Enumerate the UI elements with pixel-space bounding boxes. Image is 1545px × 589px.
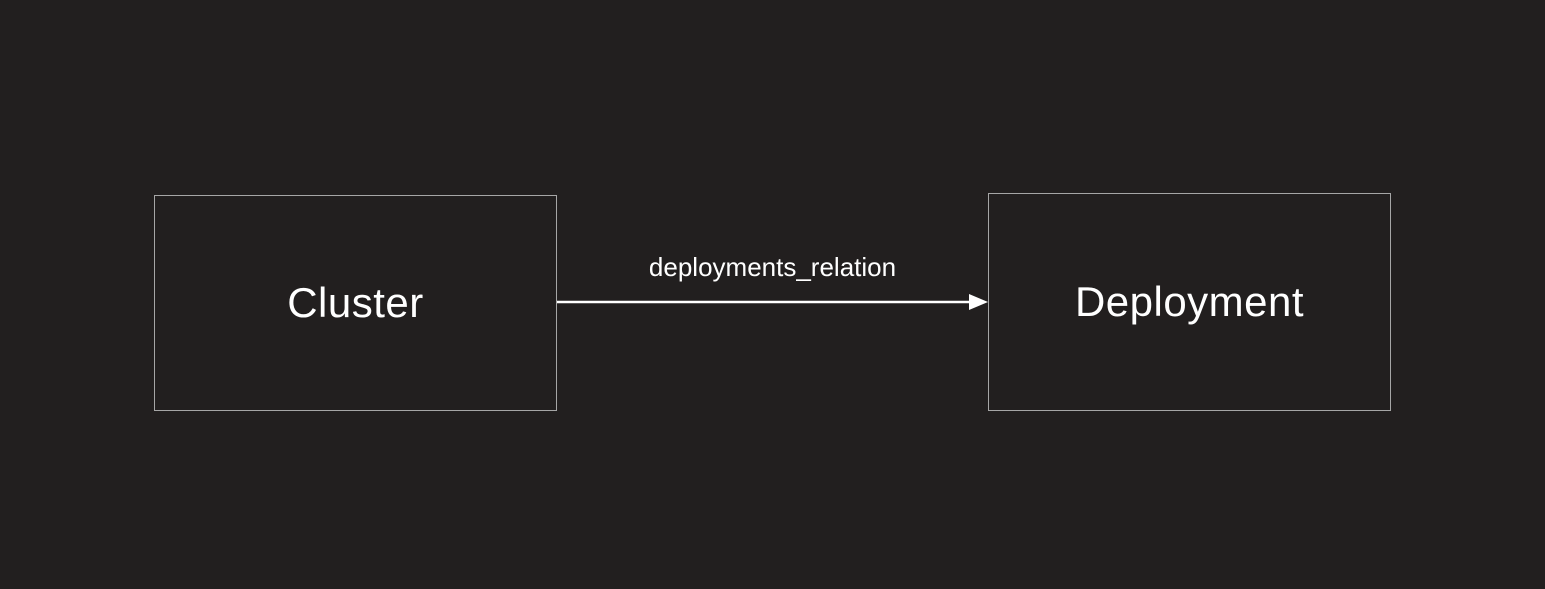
relation-label: deployments_relation: [648, 252, 897, 282]
node-deployment-label: Deployment: [1074, 278, 1305, 325]
relation-arrowhead-icon: [969, 294, 988, 310]
node-cluster[interactable]: Cluster: [154, 195, 557, 411]
node-cluster-label: Cluster: [287, 279, 424, 326]
node-deployment[interactable]: Deployment: [988, 193, 1391, 411]
